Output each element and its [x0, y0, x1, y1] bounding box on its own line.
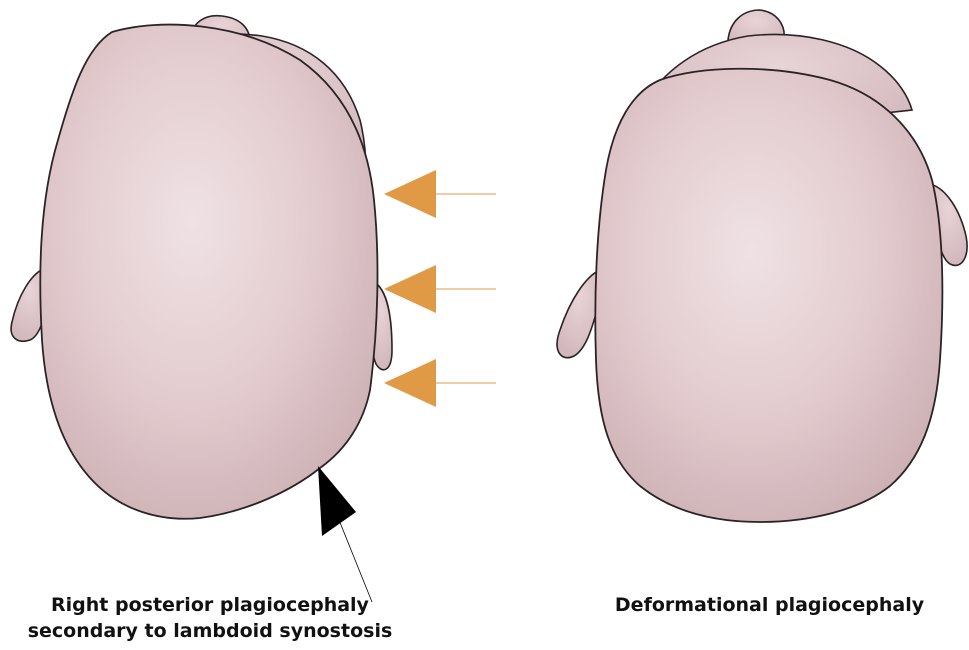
head-deformational	[557, 10, 967, 522]
skull-left	[40, 25, 377, 519]
caption-synostosis-line1: Right posterior plagiocephaly	[0, 592, 420, 618]
orange-arrow-3	[384, 359, 496, 407]
caption-synostosis-line2: secondary to lambdoid synostosis	[0, 618, 420, 644]
orange-arrow-2	[384, 265, 496, 313]
ear-left-deformational	[557, 270, 600, 358]
pressure-arrows	[384, 170, 496, 407]
skull-right	[595, 69, 942, 522]
orange-arrow-1	[384, 170, 496, 218]
caption-deformational: Deformational plagiocephaly	[570, 592, 969, 618]
caption-synostosis: Right posterior plagiocephaly secondary …	[0, 592, 420, 644]
caption-deformational-text: Deformational plagiocephaly	[570, 592, 969, 618]
head-synostosis	[11, 16, 392, 519]
lambdoid-notch-arrow	[318, 466, 372, 602]
